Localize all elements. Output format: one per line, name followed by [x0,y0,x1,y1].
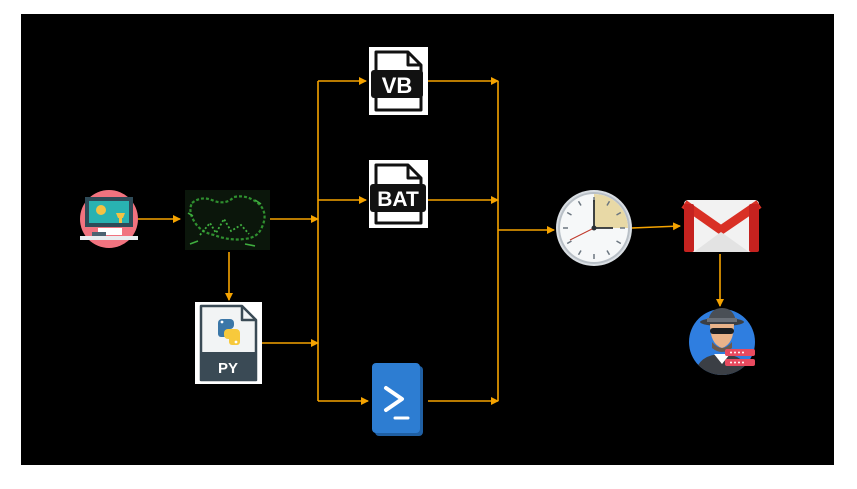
gmail-icon [681,200,762,252]
powershell-icon [372,363,423,436]
edges [138,77,724,405]
clock-icon [556,190,632,266]
vb-file-label: VB [382,73,413,98]
bat-file-label: BAT [377,188,419,211]
hacker-spy-icon [689,308,755,375]
flow-diagram: PY VB BAT [80,47,762,436]
edge-scheduler-to-gmail [631,222,681,231]
bat-file-icon: BAT [369,160,428,228]
desk-workstation-icon [80,190,138,248]
python-file-icon: PY [195,302,262,384]
python-file-label: PY [218,360,238,377]
diagram-canvas: PY VB BAT [21,14,834,465]
terminal-malware-icon [185,190,270,250]
vb-file-icon: VB [369,47,428,115]
